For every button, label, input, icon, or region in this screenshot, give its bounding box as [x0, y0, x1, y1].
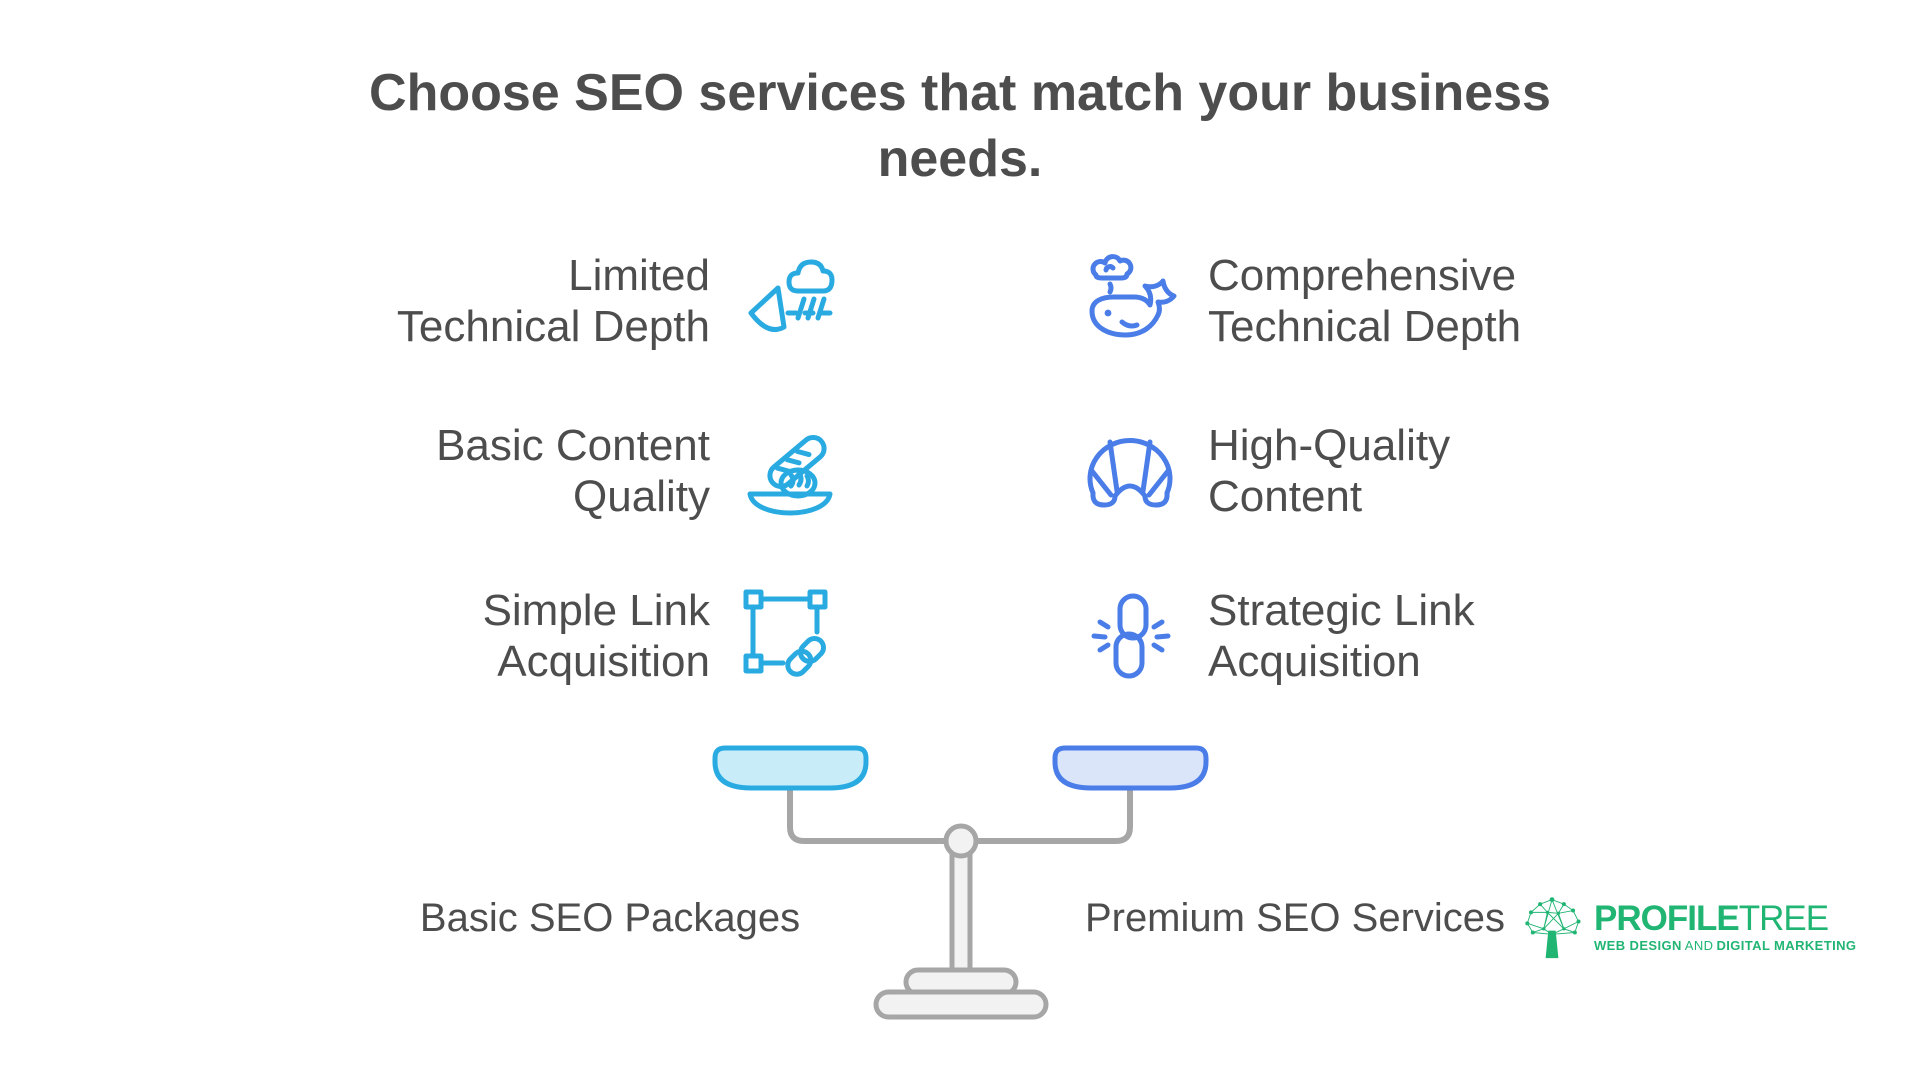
tree-network-icon — [1525, 897, 1581, 959]
title-line-2: needs. — [877, 130, 1043, 188]
scale-pole — [949, 849, 973, 973]
steam-cloud-icon — [740, 251, 840, 351]
scale-base-lower — [873, 989, 1049, 1020]
feature-label: Technical Depth — [1208, 302, 1522, 351]
feature-label: Comprehensive — [1208, 251, 1517, 300]
feature-strategic-link-acquisition: Strategic Link Acquisition — [1080, 581, 1680, 691]
feature-basic-content-quality: Basic Content Quality — [300, 416, 840, 526]
feature-limited-technical-depth: Limited Technical Depth — [300, 246, 840, 356]
page-title: Choose SEO services that match your busi… — [0, 60, 1920, 192]
feature-label: Technical Depth — [396, 302, 710, 351]
feature-high-quality-content: High-Quality Content — [1080, 416, 1680, 526]
scale-pivot — [943, 823, 979, 859]
premium-seo-services-label: Premium SEO Services — [1084, 896, 1506, 940]
balance-scale — [712, 745, 1209, 1020]
feature-label: Quality — [573, 472, 710, 521]
feature-label: Limited — [568, 251, 710, 300]
feature-label: High-Quality — [1208, 421, 1451, 470]
chain-link-icon — [1080, 586, 1180, 686]
feature-comprehensive-technical-depth: Comprehensive Technical Depth — [1080, 246, 1680, 356]
feature-label: Strategic Link — [1208, 586, 1475, 635]
title-line-1: Choose SEO services that match your busi… — [369, 64, 1551, 122]
feature-label: Content — [1208, 472, 1363, 521]
brand-name: PROFILETREE — [1594, 899, 1829, 938]
feature-simple-link-acquisition: Simple Link Acquisition — [300, 581, 840, 691]
feature-label: Simple Link — [482, 586, 710, 635]
scale-pan-right — [1052, 745, 1209, 791]
feature-label: Acquisition — [1208, 637, 1421, 686]
scale-pan-left — [712, 745, 869, 791]
feature-label: Acquisition — [497, 637, 710, 686]
basic-seo-packages-label: Basic SEO Packages — [419, 896, 801, 940]
croissant-icon — [1080, 421, 1180, 521]
selection-frame-link-icon — [740, 586, 840, 686]
feature-label: Basic Content — [436, 421, 710, 470]
bread-plate-icon — [740, 421, 840, 521]
whale-icon — [1080, 251, 1180, 351]
